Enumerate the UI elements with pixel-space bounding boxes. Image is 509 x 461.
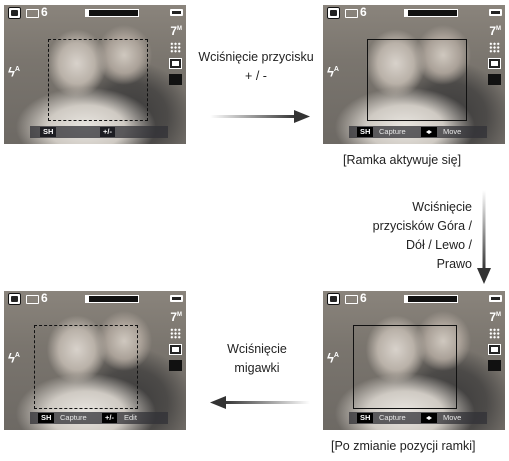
camera-mode-icon xyxy=(327,7,340,19)
camera-screen-after-shutter: 6 7M ϟA SH Capture +/- Edit xyxy=(4,291,186,430)
capture-label: Capture xyxy=(60,413,87,422)
capture-label: Capture xyxy=(379,127,406,136)
arrow-left-icon xyxy=(210,396,310,409)
camera-mode-icon xyxy=(327,293,340,305)
quality-icon xyxy=(489,328,500,339)
battery-icon xyxy=(489,295,502,302)
plus-minus-button-tag: +/- xyxy=(102,413,117,423)
image-size: 7M xyxy=(170,310,182,324)
plus-minus-button-tag: +/- xyxy=(100,127,115,137)
step-3-text: Wciśnięcie migawki xyxy=(227,342,287,375)
shots-remaining: 6 xyxy=(360,5,367,19)
memory-card-icon xyxy=(26,295,39,304)
image-size: 7M xyxy=(489,310,501,324)
flash-mode: A xyxy=(14,66,20,73)
image-size-unit: M xyxy=(496,26,501,32)
button-guide-bar: SH Capture Move xyxy=(349,126,487,138)
image-size-value: 7 xyxy=(170,24,177,38)
move-icon xyxy=(421,413,437,423)
memory-card-icon xyxy=(345,295,358,304)
move-label: Move xyxy=(443,127,462,136)
sh-button-tag: SH xyxy=(357,127,374,137)
white-balance-icon xyxy=(488,360,501,371)
metering-icon xyxy=(488,58,501,69)
metering-icon xyxy=(169,58,182,69)
image-size-unit: M xyxy=(177,26,182,32)
white-balance-icon xyxy=(488,74,501,85)
camera-mode-icon xyxy=(8,293,21,305)
battery-icon xyxy=(170,9,183,16)
camera-screen-frame-moved: 6 7M ϟA SH Capture Move xyxy=(323,291,505,430)
flash-mode: A xyxy=(333,352,339,359)
move-label: Move xyxy=(443,413,462,422)
flash-mode: A xyxy=(14,352,20,359)
camera-mode-icon xyxy=(8,7,21,19)
image-size-unit: M xyxy=(496,312,501,318)
step-2-text: Wciśnięcie przycisków Góra / Dół / Lewo … xyxy=(372,200,472,271)
shots-remaining: 6 xyxy=(41,5,48,19)
image-size: 7M xyxy=(170,24,182,38)
flash-icon: ϟA xyxy=(8,64,20,80)
button-guide-bar: SH Capture Move xyxy=(349,412,487,424)
image-size-value: 7 xyxy=(170,310,177,324)
quality-icon xyxy=(170,42,181,53)
metering-icon xyxy=(169,344,182,355)
sh-button-tag: SH xyxy=(357,413,374,423)
camera-screen-initial: 6 7M ϟA SH +/- xyxy=(4,5,186,144)
capture-label: Capture xyxy=(379,413,406,422)
button-guide-bar: SH +/- xyxy=(30,126,168,138)
image-size: 7M xyxy=(489,24,501,38)
af-frame xyxy=(34,325,138,409)
storage-bar xyxy=(85,295,139,303)
status-bar: 6 xyxy=(4,291,186,307)
status-bar: 6 xyxy=(323,5,505,21)
battery-icon xyxy=(170,295,183,302)
after-move-caption: [Po zmianie pozycji ramki] xyxy=(331,439,476,453)
white-balance-icon xyxy=(169,360,182,371)
image-size-unit: M xyxy=(177,312,182,318)
arrow-right-icon xyxy=(210,110,310,123)
flash-icon: ϟA xyxy=(327,64,339,80)
button-guide-bar: SH Capture +/- Edit xyxy=(30,412,168,424)
image-size-value: 7 xyxy=(489,310,496,324)
shots-remaining: 6 xyxy=(360,291,367,305)
af-frame xyxy=(367,39,467,121)
arrow-down-icon xyxy=(477,190,491,284)
camera-screen-frame-active: 6 7M ϟA SH Capture Move xyxy=(323,5,505,144)
storage-bar xyxy=(85,9,139,17)
shots-remaining: 6 xyxy=(41,291,48,305)
af-frame xyxy=(48,39,148,121)
frame-active-caption: [Ramka aktywuje się] xyxy=(343,153,462,167)
metering-icon xyxy=(488,344,501,355)
step-1-text: Wciśnięcie przycisku + / - xyxy=(198,50,314,83)
quality-icon xyxy=(170,328,181,339)
storage-bar xyxy=(404,9,458,17)
quality-icon xyxy=(489,42,500,53)
memory-card-icon xyxy=(345,9,358,18)
move-icon xyxy=(421,127,437,137)
sh-button-tag: SH xyxy=(40,127,57,137)
status-bar: 6 xyxy=(323,291,505,307)
flash-icon: ϟA xyxy=(8,350,20,366)
image-size-value: 7 xyxy=(489,24,496,38)
memory-card-icon xyxy=(26,9,39,18)
af-frame xyxy=(353,325,457,409)
flash-mode: A xyxy=(333,66,339,73)
white-balance-icon xyxy=(169,74,182,85)
flash-icon: ϟA xyxy=(327,350,339,366)
sh-button-tag: SH xyxy=(38,413,55,423)
battery-icon xyxy=(489,9,502,16)
status-bar: 6 xyxy=(4,5,186,21)
edit-label: Edit xyxy=(124,413,137,422)
storage-bar xyxy=(404,295,458,303)
